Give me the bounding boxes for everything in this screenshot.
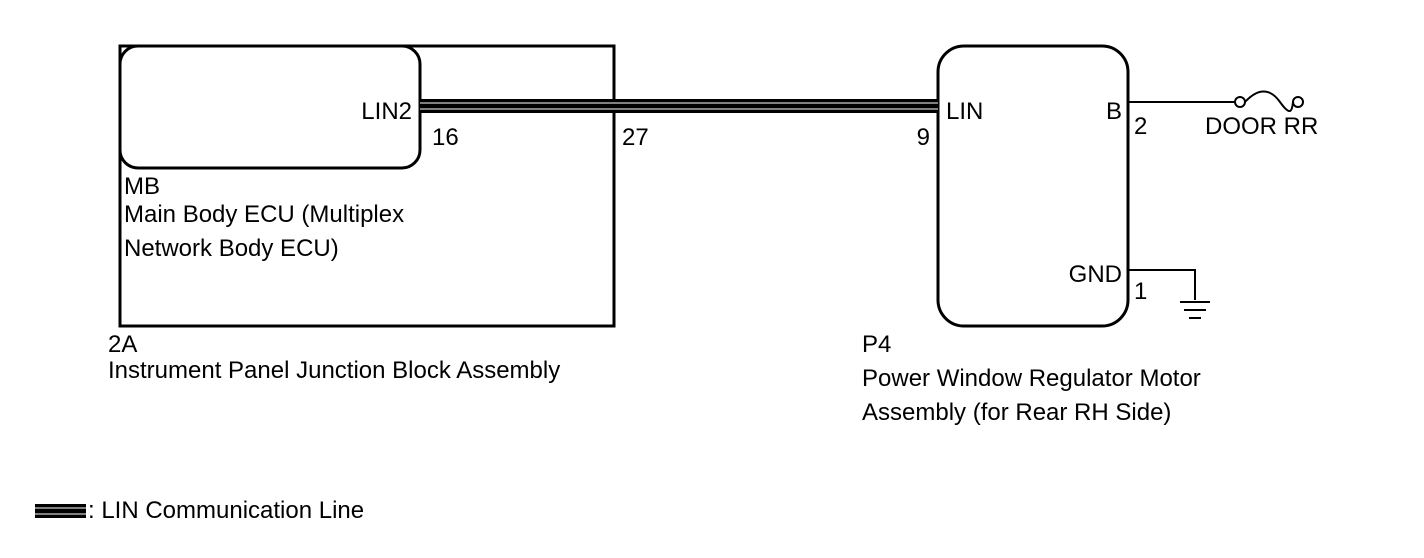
motor-pin-9: 9	[917, 124, 930, 151]
junction-name: Instrument Panel Junction Block Assembly	[108, 357, 560, 384]
ecu-name-line1: Main Body ECU (Multiplex	[124, 201, 404, 228]
motor-terminal-lin: LIN	[946, 98, 983, 125]
motor-name-line1: Power Window Regulator Motor	[862, 365, 1201, 392]
legend-swatch	[35, 504, 86, 518]
gnd-wire	[1128, 269, 1196, 300]
fuse-icon	[1234, 90, 1304, 112]
lin-communication-line	[420, 99, 938, 113]
fuse-label: DOOR RR	[1205, 113, 1318, 140]
ecu-pin-16: 16	[432, 124, 459, 151]
ecu-name-line2: Network Body ECU)	[124, 235, 339, 262]
motor-pin-2: 2	[1134, 113, 1147, 140]
ecu-code: MB	[124, 173, 160, 200]
ground-icon	[1180, 301, 1210, 319]
motor-terminal-gnd: GND	[1069, 261, 1122, 288]
motor-name-line2: Assembly (for Rear RH Side)	[862, 399, 1171, 426]
junction-pin-27: 27	[622, 124, 649, 151]
motor-code: P4	[862, 331, 891, 358]
motor-terminal-b: B	[1106, 98, 1122, 125]
ecu-terminal-lin2: LIN2	[361, 98, 412, 125]
legend-text: : LIN Communication Line	[88, 497, 364, 524]
motor-pin-1: 1	[1134, 278, 1147, 305]
window-motor-box	[936, 44, 1130, 328]
junction-code: 2A	[108, 331, 137, 358]
